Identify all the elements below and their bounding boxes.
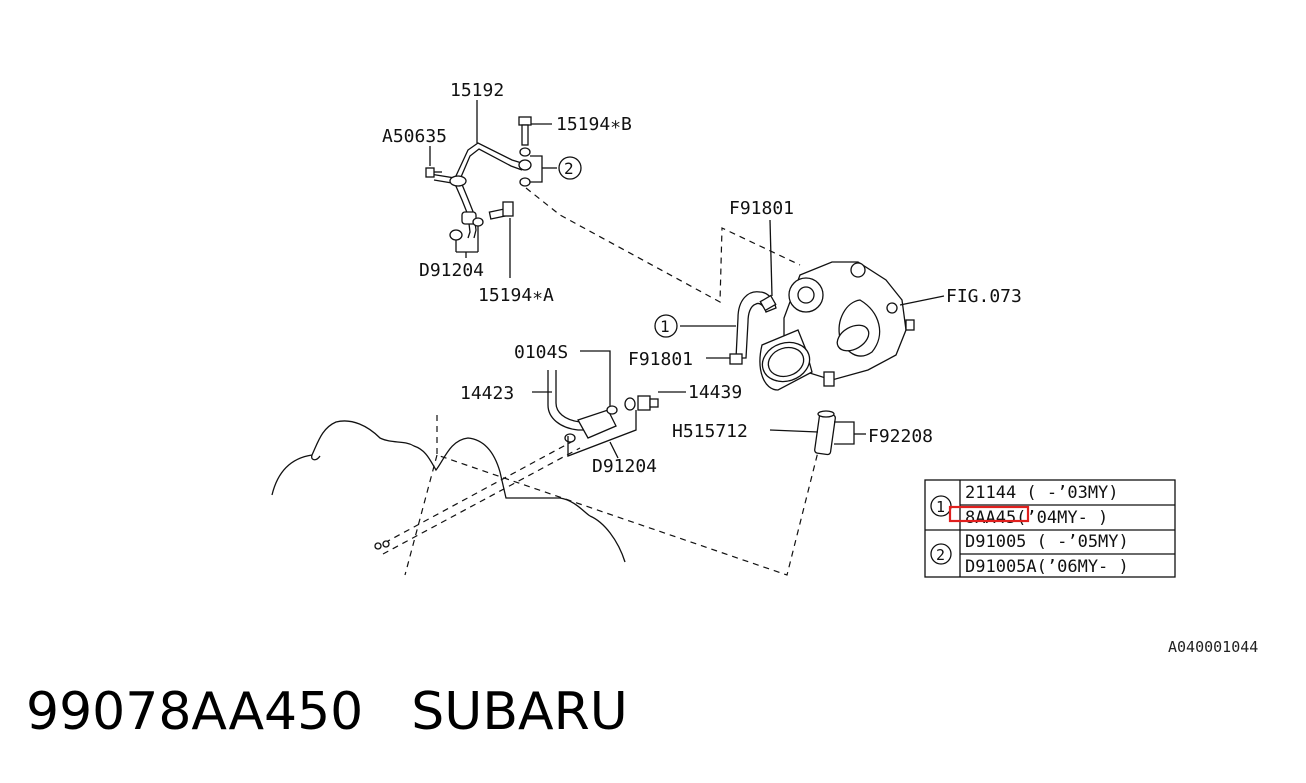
label-0104s: 0104S [514, 342, 568, 363]
routing-dash-lower [436, 415, 827, 576]
footer-title: 99078AA450 SUBARU [26, 682, 628, 742]
callout-1-circle [654, 314, 678, 338]
washers-d91204-upper [449, 217, 484, 258]
table-row-2: 8AA45(’04MY- ) [965, 508, 1108, 528]
bolt-a50635 [425, 146, 442, 178]
oil-pipe-14423 [547, 370, 618, 443]
label-15194b: 15194∗B [556, 114, 632, 135]
hose-1 [729, 291, 777, 365]
diagram-code: A040001044 [1168, 638, 1258, 656]
label-14439: 14439 [688, 382, 742, 403]
bolt-14439 [624, 391, 686, 411]
table-row-3: D91005 ( -’05MY) [965, 532, 1129, 552]
label-a50635: A50635 [382, 126, 447, 147]
highlight-box [948, 505, 1030, 523]
leader-0104s [580, 350, 611, 406]
label-f91801-top: F91801 [729, 198, 794, 219]
bolt-15194a [488, 201, 514, 278]
label-callout-1: 1 [660, 317, 670, 336]
supersession-table: 1 2 21144 ( -’03MY) 8AA45(’04MY- ) D9100… [924, 479, 1176, 578]
label-14423: 14423 [460, 383, 514, 404]
label-d91204-lower: D91204 [592, 456, 657, 477]
label-callout-2: 2 [564, 159, 574, 178]
routing-dash-upper [525, 187, 801, 303]
label-fig073: FIG.073 [946, 286, 1022, 307]
label-d91204-upper: D91204 [419, 260, 484, 281]
callout-2-circle [558, 156, 582, 180]
turbocharger [759, 261, 915, 391]
return-hose [814, 410, 836, 456]
engine-outline [271, 420, 591, 517]
bracket-2 [530, 155, 543, 183]
part-number: 99078AA450 [26, 682, 364, 742]
brand-name: SUBARU [411, 682, 628, 742]
table-callout-2: 2 [936, 546, 945, 564]
table-row-4: D91005A(’06MY- ) [965, 557, 1129, 577]
table-row-1: 21144 ( -’03MY) [965, 483, 1119, 503]
label-f91801-left: F91801 [628, 349, 693, 370]
label-15194a: 15194∗A [478, 285, 554, 306]
table-callout-1: 1 [936, 498, 945, 516]
label-f92208: F92208 [868, 426, 933, 447]
label-15192: 15192 [450, 80, 504, 101]
bolt-15194b [518, 116, 552, 187]
label-h515712: H515712 [672, 421, 748, 442]
bracket-d91204-lower [567, 410, 637, 457]
